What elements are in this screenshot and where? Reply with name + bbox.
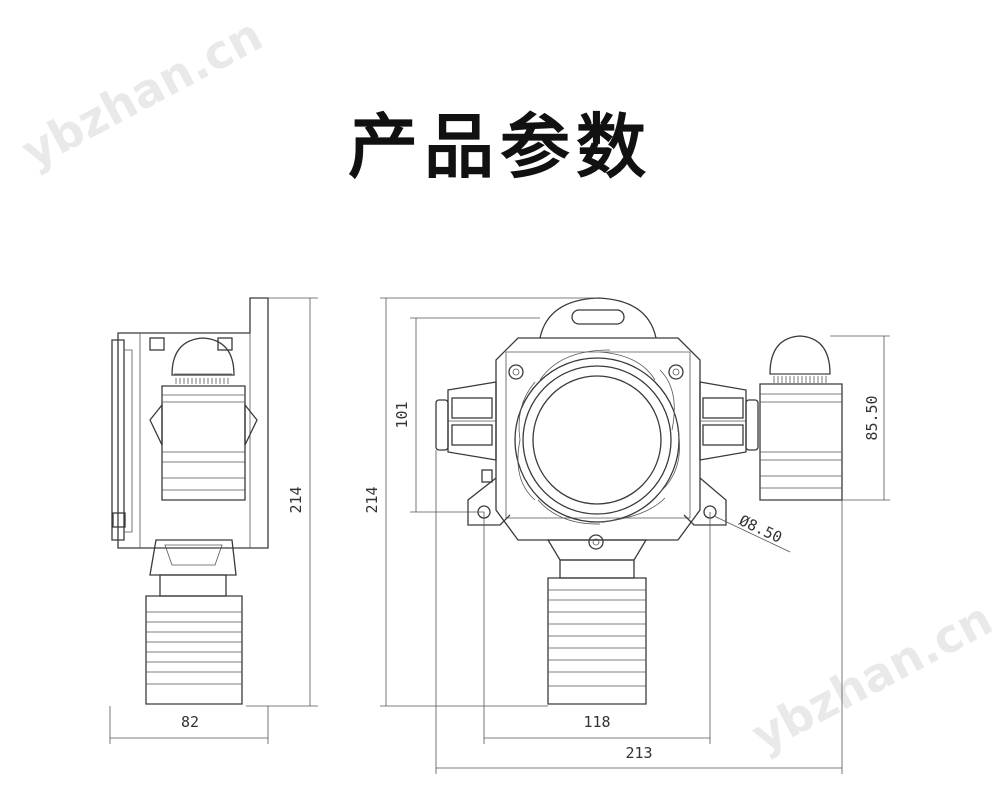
dim-front-width: 213 — [625, 744, 652, 762]
dim-hole-diameter: Ø8.50 — [736, 511, 785, 546]
page-title: 产品参数 — [348, 106, 652, 188]
dim-side-height: 214 — [287, 486, 305, 513]
side-view-dimensions: 82 214 — [109, 297, 318, 744]
dim-sensor-height: 85.50 — [863, 395, 881, 440]
dim-front-upper: 101 — [393, 401, 411, 428]
alarm-light-view — [759, 335, 843, 501]
dim-side-width: 82 — [181, 713, 199, 731]
dim-front-holes: 118 — [583, 713, 610, 731]
front-view — [435, 297, 759, 705]
dim-front-height: 214 — [363, 486, 381, 513]
side-view — [111, 297, 269, 705]
front-view-dimensions: 214 101 118 213 85.50 Ø8.50 — [363, 297, 890, 774]
